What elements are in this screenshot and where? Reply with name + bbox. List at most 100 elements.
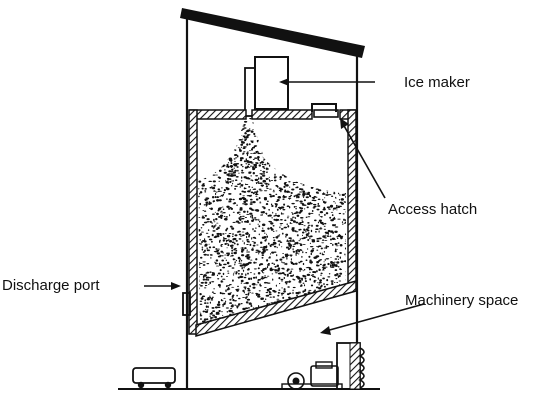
- ice-speck: [305, 327, 306, 328]
- ice-speck: [227, 128, 230, 130]
- ice-speck: [266, 178, 268, 181]
- ice-speck: [213, 156, 216, 158]
- ice-speck: [277, 150, 281, 152]
- ice-speck: [347, 319, 348, 320]
- ice-speck: [207, 276, 210, 279]
- ice-speck: [288, 181, 291, 183]
- ice-speck: [246, 134, 250, 137]
- ice-speck: [218, 310, 221, 312]
- ice-speck: [293, 156, 297, 160]
- ice-speck: [285, 148, 288, 150]
- ice-speck: [322, 239, 325, 241]
- ice-speck: [301, 178, 303, 182]
- ice-speck: [226, 165, 229, 168]
- ice-speck: [232, 127, 236, 130]
- ice-speck: [253, 230, 257, 232]
- ice-speck: [258, 131, 262, 133]
- ice-speck: [318, 323, 320, 325]
- ice-speck: [201, 159, 205, 162]
- ice-speck: [258, 305, 260, 308]
- ice-speck: [245, 255, 248, 258]
- ice-speck: [231, 185, 233, 187]
- ice-speck: [266, 263, 270, 266]
- ice-speck: [270, 128, 272, 131]
- ice-speck: [286, 273, 289, 277]
- ice-speck: [255, 150, 258, 153]
- ice-speck: [307, 182, 310, 186]
- ice-speck: [232, 274, 235, 276]
- ice-speck: [324, 145, 327, 148]
- ice-speck: [229, 255, 233, 257]
- ice-speck: [292, 239, 295, 242]
- ice-speck: [231, 148, 234, 151]
- ice-speck: [266, 162, 269, 165]
- ice-speck: [281, 287, 284, 289]
- ice-speck: [327, 179, 332, 181]
- ice-speck: [289, 246, 292, 249]
- ice-speck: [298, 150, 301, 152]
- ice-speck: [222, 208, 225, 211]
- ice-speck: [259, 169, 262, 171]
- ice-speck: [318, 259, 321, 262]
- ice-speck: [202, 264, 206, 266]
- ice-speck: [316, 237, 319, 240]
- ice-speck: [217, 190, 219, 193]
- ice-speck: [302, 262, 305, 266]
- ice-speck: [275, 326, 278, 328]
- ice-speck: [200, 129, 203, 131]
- ice-speck: [252, 164, 255, 166]
- ice-speck: [295, 291, 298, 294]
- ice-speck: [220, 281, 224, 283]
- ice-speck: [343, 296, 346, 300]
- ice-speck: [205, 232, 209, 234]
- ice-speck: [329, 216, 332, 219]
- ice-speck: [271, 268, 275, 270]
- ice-speck: [272, 225, 275, 227]
- ice-speck: [242, 269, 245, 272]
- ice-speck: [290, 124, 292, 126]
- ice-speck: [202, 275, 205, 279]
- ice-speck: [256, 244, 259, 246]
- ice-speck: [306, 184, 310, 186]
- ice-speck: [278, 156, 281, 157]
- ice-speck: [306, 273, 311, 276]
- ice-speck: [276, 301, 279, 303]
- ice-speck: [309, 271, 311, 273]
- ice-speck: [283, 165, 288, 168]
- ice-speck: [272, 195, 275, 197]
- ice-speck: [288, 206, 291, 209]
- ice-speck: [270, 180, 274, 181]
- ice-speck: [324, 197, 326, 199]
- ice-speck: [297, 249, 300, 251]
- ice-speck: [206, 318, 209, 321]
- ice-speck: [230, 162, 233, 165]
- ice-speck: [288, 172, 291, 175]
- ice-speck: [254, 219, 258, 221]
- ice-speck: [271, 162, 275, 165]
- ice-speck: [279, 140, 283, 144]
- ice-speck: [263, 156, 267, 159]
- ice-speck: [255, 284, 258, 286]
- ice-speck: [225, 307, 229, 309]
- ice-speck: [216, 222, 219, 224]
- ice-speck: [246, 151, 249, 153]
- ice-speck: [302, 140, 306, 143]
- ice-speck: [305, 192, 307, 195]
- ice-speck: [222, 278, 226, 280]
- ice-speck: [339, 310, 342, 312]
- ice-speck: [265, 238, 267, 241]
- ice-speck: [205, 197, 209, 199]
- ice-speck: [207, 161, 211, 163]
- ice-speck: [257, 152, 261, 155]
- ice-speck: [321, 128, 325, 131]
- ice-speck: [202, 210, 205, 212]
- ice-speck: [344, 233, 346, 236]
- ice-speck: [252, 158, 255, 160]
- ice-speck: [264, 132, 266, 135]
- ice-speck: [217, 255, 221, 258]
- ice-speck: [242, 240, 244, 242]
- ice-speck: [288, 243, 292, 247]
- ice-speck: [331, 283, 334, 286]
- ice-speck: [303, 225, 306, 227]
- ice-speck: [313, 304, 317, 307]
